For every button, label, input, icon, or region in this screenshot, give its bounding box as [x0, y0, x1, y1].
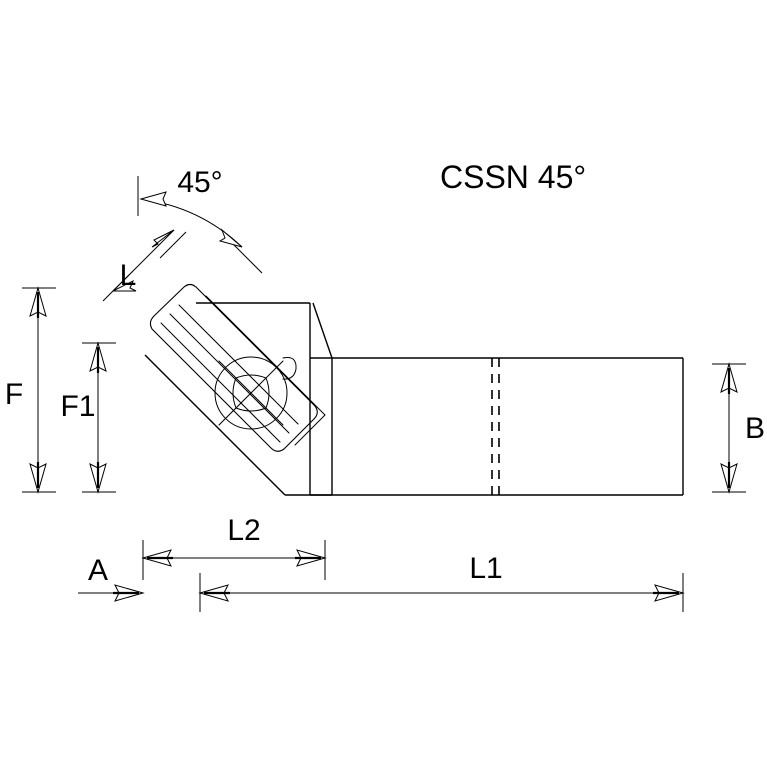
insert-outline [149, 283, 318, 452]
dimension-B-label: B [745, 412, 765, 445]
dimension-L2: L2 [141, 514, 327, 580]
head-taper-edge [312, 302, 333, 359]
dimension-F1-label: F1 [60, 390, 95, 423]
dimension-L-arrow-start [112, 279, 137, 292]
dimension-F-label: F [5, 378, 23, 411]
angle-annotation-45: 45° [137, 166, 263, 274]
tool-head-body [144, 302, 333, 496]
dimension-L-label: L [120, 259, 137, 292]
head-left-angled-face [144, 354, 216, 426]
clamp-screw-assembly [214, 356, 297, 430]
angle-arrow-end [218, 228, 243, 248]
dimension-L1: L1 [198, 552, 685, 612]
insert-land-line-3 [178, 304, 299, 425]
drawing-title: CSSN 45° [440, 159, 586, 195]
insert-seat-edge [205, 295, 326, 416]
dimension-A: A [78, 554, 145, 602]
dimension-F: F [5, 286, 56, 494]
dimension-L-arrow-end [151, 229, 175, 248]
clamp-screw-slot-diagonal-2 [218, 360, 284, 426]
dimension-B: B [712, 362, 765, 494]
angle-arrow-start [139, 191, 167, 207]
insert-seat-side [294, 414, 326, 446]
insert-land-line-2 [169, 313, 290, 434]
dimension-L-line [112, 229, 175, 292]
clamp-screw-outer-circle [214, 356, 288, 430]
dimension-F1: F1 [60, 341, 116, 494]
dimension-A-label: A [88, 554, 108, 587]
dimension-L2-label: L2 [227, 514, 260, 547]
pin-hole-detail [282, 357, 297, 380]
shank-body [310, 357, 684, 496]
insert-land-line-1 [160, 322, 281, 443]
angle-label: 45° [177, 166, 222, 199]
dimension-L-ext-line-2 [159, 231, 187, 259]
dimension-L1-label: L1 [469, 552, 502, 585]
dimension-L: L [102, 229, 187, 302]
head-lower-chamfer [214, 424, 286, 496]
cutting-insert [149, 283, 326, 452]
